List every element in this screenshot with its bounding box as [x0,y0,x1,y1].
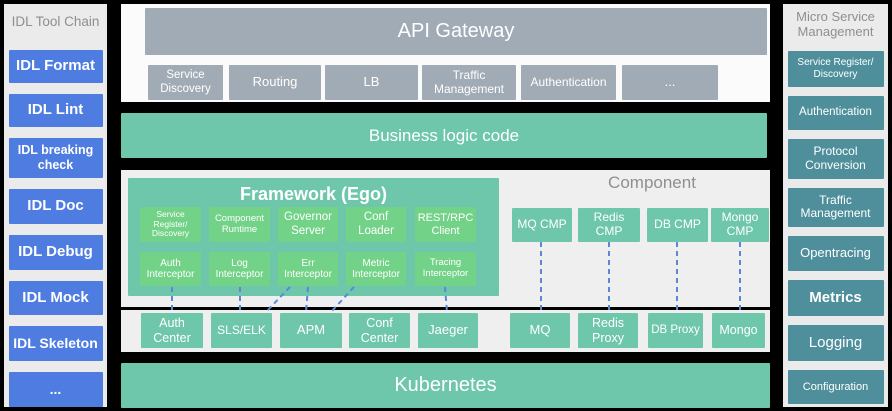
infra-box: Redis Proxy [578,313,638,348]
api-gateway-panel: API Gateway Service Discovery Routing LB… [121,4,770,102]
framework-module-box: Component Runtime [209,207,270,242]
gateway-feature-box: LB [325,65,418,100]
interceptor-box: Auth Interceptor [140,252,201,286]
management-item: Protocol Conversion [787,138,884,179]
infra-box: Auth Center [141,313,203,348]
framework-component-panel: Framework (Ego) Service Register/ Discov… [121,170,770,307]
interceptor-box: Tracing Interceptor [415,252,476,286]
infra-box: APM [280,313,342,348]
management-item: Traffic Management [787,187,884,227]
idl-toolchain-title: IDL Tool Chain [11,14,100,29]
api-gateway-bar: API Gateway [145,8,767,55]
interceptor-box: Metric Interceptor [346,252,406,286]
toolchain-item: IDL Lint [8,93,103,127]
idl-toolchain-panel: IDL Tool Chain IDL Format IDL Lint IDL b… [4,4,107,407]
infra-box: Conf Center [349,313,410,348]
infra-box: Mongo [712,313,765,348]
infra-box: DB Proxy [648,313,703,348]
gateway-feature-box: Traffic Management [422,65,516,100]
kubernetes-bar: Kubernetes [121,363,770,408]
management-list: Service Register/ Discovery Authenticati… [783,50,888,404]
component-box: DB CMP [647,208,708,242]
toolchain-item: IDL Mock [8,280,103,315]
infra-box: Jaeger [418,313,478,348]
toolchain-item: IDL breaking check [8,137,103,178]
gateway-feature-box: ... [622,65,718,100]
framework-module-box: Governor Server [278,207,338,242]
management-item: Metrics [787,279,884,316]
toolchain-item: IDL Skeleton [8,325,103,361]
component-box: Redis CMP [578,208,640,242]
idl-toolchain-list: IDL Format IDL Lint IDL breaking check I… [4,49,107,407]
management-item: Opentracing [787,235,884,271]
toolchain-item: IDL Doc [8,188,103,224]
infra-box: MQ [510,313,570,348]
framework-module-box: REST/RPC Client [415,207,476,242]
framework-box: Framework (Ego) Service Register/ Discov… [128,178,499,296]
toolchain-item: ... [8,371,103,407]
management-item: Configuration [787,369,884,404]
management-item: Authentication [787,95,884,130]
management-item: Service Register/ Discovery [787,50,884,87]
infra-box: SLS/ELK [211,313,272,348]
framework-module-box: Conf Loader [346,207,406,242]
component-title: Component [608,173,696,192]
toolchain-item: IDL Debug [8,234,103,270]
gateway-feature-box: Service Discovery [148,65,223,100]
microservice-management-title: Micro Service Management [796,9,875,39]
interceptor-box: Log Interceptor [209,252,270,286]
business-logic-bar: Business logic code [121,113,767,158]
component-box: MQ CMP [512,208,572,242]
component-box: Mongo CMP [711,208,769,242]
infrastructure-strip: Auth Center SLS/ELK APM Conf Center Jaeg… [121,310,770,352]
management-item: Logging [787,324,884,361]
toolchain-item: IDL Format [8,49,103,83]
framework-title: Framework (Ego) [239,184,388,204]
gateway-feature-box: Routing [229,65,321,100]
gateway-feature-box: Authentication [521,65,616,100]
microservice-management-panel: Micro Service Management Service Registe… [783,4,888,407]
interceptor-box: Err Interceptor [278,252,338,286]
framework-module-box: Service Register/ Discovery [140,207,201,242]
